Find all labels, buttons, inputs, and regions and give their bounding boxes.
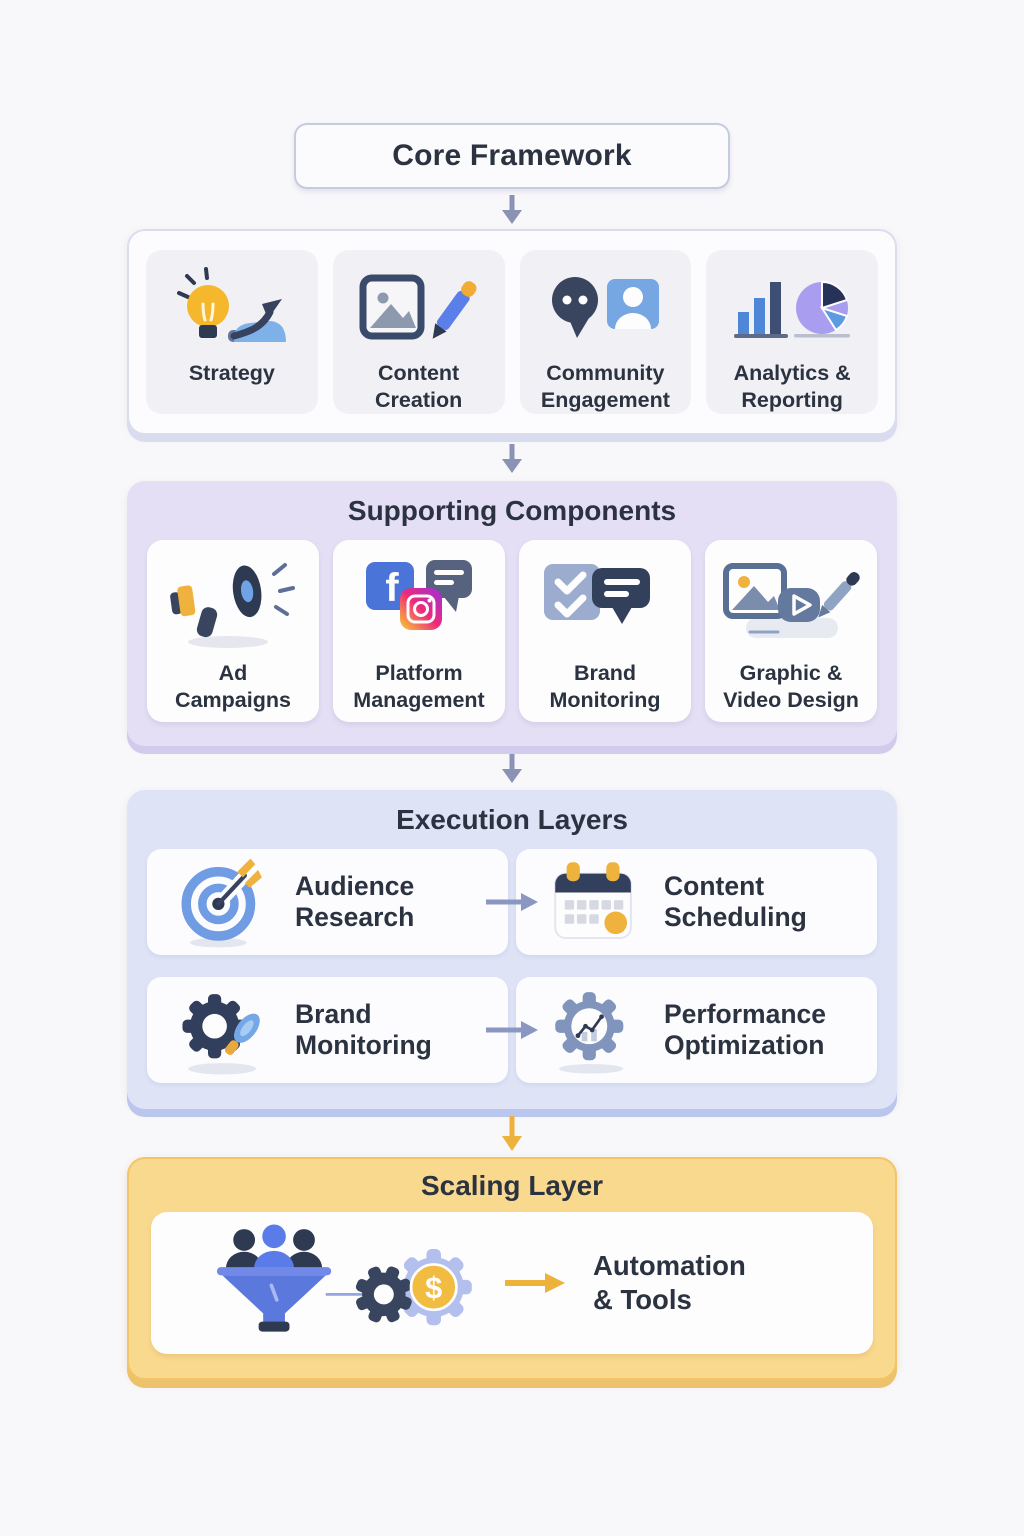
arrow-down-icon xyxy=(502,195,522,224)
funnel-gears-icon: $ xyxy=(216,1224,472,1332)
execution-row-1: Audience Research xyxy=(147,849,877,955)
gear-magnifier-icon xyxy=(182,994,260,1075)
execution-row-2: Brand Monitoring xyxy=(147,977,877,1083)
scaling-layer-section: Scaling Layer xyxy=(127,1157,897,1380)
card-graphic-video-design: Graphic & Video Design xyxy=(705,540,877,722)
card-ad-campaigns: Ad Campaigns xyxy=(147,540,319,722)
svg-text:$: $ xyxy=(425,1270,442,1305)
card-label: Performance Optimization xyxy=(664,998,827,1060)
card-label: Audience Research xyxy=(295,870,415,932)
gear-chart-icon xyxy=(555,992,624,1074)
card-content-scheduling: Content Scheduling xyxy=(516,849,877,955)
card-label: Strategy xyxy=(188,361,275,385)
card-label: Automation & Tools xyxy=(593,1249,746,1315)
social-platforms-icon: f xyxy=(366,560,472,630)
card-brand-monitoring: Brand Monitoring xyxy=(519,540,691,722)
supporting-components-title: Supporting Components xyxy=(347,495,677,526)
arrow-down-yellow-icon xyxy=(502,1116,522,1151)
scaling-layer-title: Scaling Layer xyxy=(420,1170,604,1201)
megaphone-icon xyxy=(170,563,295,648)
core-framework-title: Core Framework xyxy=(392,139,632,172)
arrow-right-icon xyxy=(486,893,538,911)
card-label: Platform Management xyxy=(353,661,485,712)
core-section: Strategy Content Creation xyxy=(127,229,897,435)
arrow-down-icon xyxy=(502,444,522,473)
card-label: Analytics & Reporting xyxy=(733,361,851,412)
image-pencil-icon xyxy=(359,274,477,340)
card-label: Content Scheduling xyxy=(664,870,807,932)
card-platform-management: f Platform Management xyxy=(333,540,505,722)
card-analytics-reporting: Analytics & Reporting xyxy=(706,250,878,414)
card-content-creation: Content Creation xyxy=(332,250,505,414)
execution-layers-section: Execution Layers Audience Research xyxy=(127,790,897,1109)
supporting-card-grid: Ad Campaigns f xyxy=(147,540,877,722)
card-community-engagement: Community Engagement xyxy=(519,250,692,414)
chat-user-icon xyxy=(552,277,660,338)
card-label: Community Engagement xyxy=(540,361,670,412)
card-performance-optimization: Performance Optimization xyxy=(516,977,877,1083)
checklist-chat-icon xyxy=(544,564,650,624)
execution-layers-title: Execution Layers xyxy=(396,804,628,835)
card-label: Brand Monitoring xyxy=(549,661,661,712)
supporting-components-section: Supporting Components xyxy=(127,481,897,746)
arrow-down-icon xyxy=(502,754,522,783)
core-card-grid: Strategy Content Creation xyxy=(146,250,878,414)
card-label: Content Creation xyxy=(375,361,463,412)
svg-text:f: f xyxy=(385,566,399,610)
lightbulb-growth-icon xyxy=(176,267,286,342)
bars-pie-icon xyxy=(734,280,851,338)
card-automation-tools: $ Automation & Tools xyxy=(151,1212,873,1354)
arrow-right-yellow-icon xyxy=(505,1273,565,1293)
arrow-right-icon xyxy=(486,1021,538,1039)
card-label: Brand Monitoring xyxy=(295,998,432,1060)
card-strategy: Strategy xyxy=(146,250,318,414)
core-framework-title-box: Core Framework xyxy=(294,123,730,189)
image-video-pencil-icon xyxy=(723,563,860,638)
card-brand-monitoring-exec: Brand Monitoring xyxy=(147,977,508,1083)
card-audience-research: Audience Research xyxy=(147,849,508,955)
calendar-icon xyxy=(554,862,632,939)
card-label: Ad Campaigns xyxy=(175,661,291,712)
card-label: Graphic & Video Design xyxy=(723,661,859,712)
target-dart-icon xyxy=(181,858,262,948)
